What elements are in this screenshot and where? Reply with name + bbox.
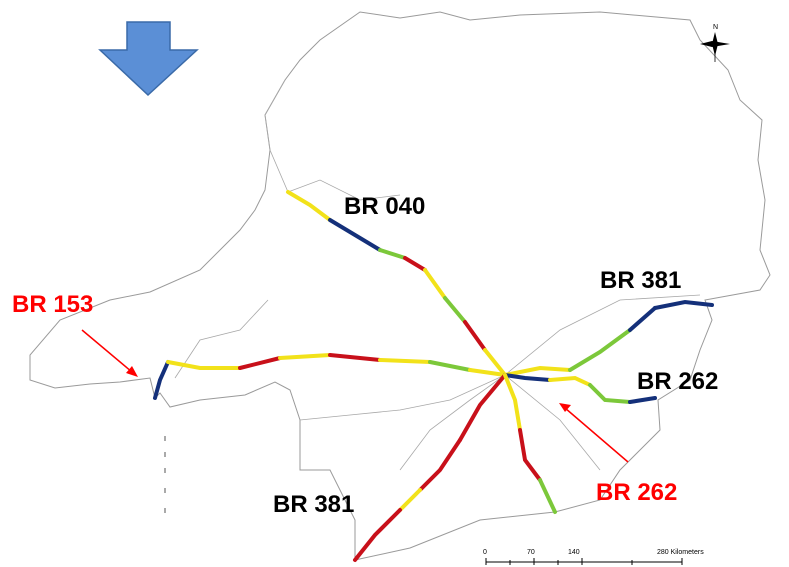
road-br040 xyxy=(286,190,507,377)
callout-br153-arrow-line xyxy=(81,329,133,373)
callout-br153: BR 153 xyxy=(12,291,93,318)
callout-br262: BR 262 xyxy=(596,479,677,506)
scale-tick-280: 280 Kilometers xyxy=(657,549,704,556)
compass-rose-icon: N xyxy=(700,24,730,62)
label-br262-east: BR 262 xyxy=(637,368,718,395)
scale-tick-0: 0 xyxy=(483,549,487,556)
scale-tick-70: 70 xyxy=(527,549,535,556)
road-br153-262-west xyxy=(153,353,507,400)
label-br040: BR 040 xyxy=(344,193,425,220)
label-br381-north: BR 381 xyxy=(600,267,681,294)
down-arrow-icon xyxy=(98,21,199,97)
scale-tick-140: 140 xyxy=(568,549,580,556)
callout-br262-arrowhead xyxy=(559,403,571,412)
road-br381-north xyxy=(503,299,714,377)
road-br262-south xyxy=(503,373,557,514)
compass-north-label: N xyxy=(713,24,718,31)
callout-br153-arrowhead xyxy=(126,366,138,377)
label-br381-south: BR 381 xyxy=(273,491,354,518)
road-br381-south xyxy=(353,373,507,562)
scale-bar: 0 70 140 280 Kilometers xyxy=(483,549,704,565)
road-br262-east xyxy=(503,373,657,404)
callout-br262-arrow-line xyxy=(564,407,629,463)
state-outline xyxy=(29,11,771,561)
region-boundaries xyxy=(174,79,701,471)
